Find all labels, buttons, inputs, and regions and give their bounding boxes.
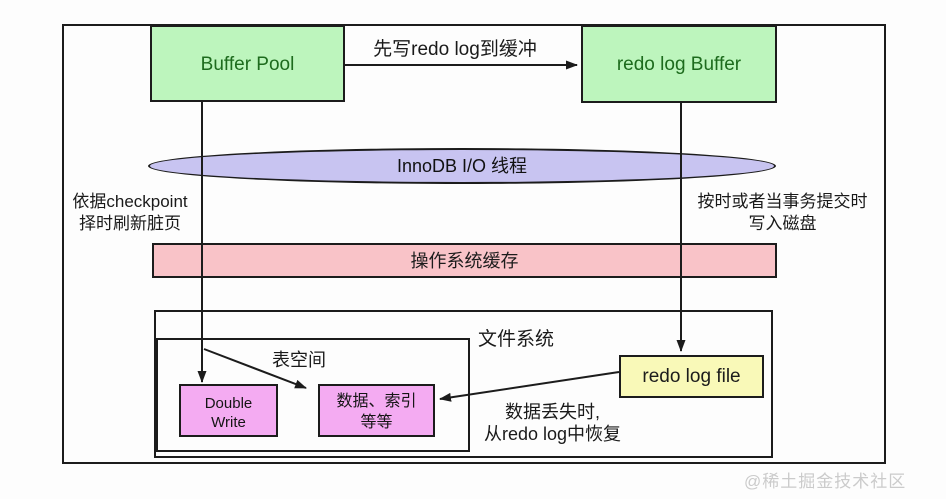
write-to-buffer-label: 先写redo log到缓冲	[373, 39, 537, 60]
recovery-label: 数据丢失时, 从redo log中恢复	[455, 401, 650, 445]
innodb-io-thread-ellipse: InnoDB I/O 线程	[148, 148, 776, 184]
commit-label-line2: 写入磁盘	[748, 214, 817, 233]
double-write-label-line1: Double	[204, 395, 253, 412]
recovery-label-line1: 数据丢失时,	[504, 402, 600, 422]
file-system-box	[154, 310, 773, 458]
double-write-box: Double Write	[179, 384, 278, 437]
checkpoint-label: 依据checkpoint 择时刷新脏页	[55, 191, 205, 235]
redo-log-file-label: redo log file	[642, 366, 741, 387]
buffer-pool-label: Buffer Pool	[200, 54, 295, 75]
commit-label-line1: 按时或者当事务提交时	[697, 192, 868, 211]
double-write-label-line2: Write	[211, 414, 246, 431]
data-index-label-line1: 数据、索引	[336, 393, 417, 410]
data-index-box: 数据、索引 等等	[318, 384, 435, 437]
data-index-label-line2: 等等	[360, 414, 393, 431]
watermark: @稀土掘金技术社区	[744, 472, 907, 491]
file-system-label: 文件系统	[478, 329, 555, 350]
os-cache-bar: 操作系统缓存	[152, 243, 777, 278]
outer-frame	[62, 24, 886, 464]
innodb-io-thread-label: InnoDB I/O 线程	[396, 156, 528, 176]
buffer-pool-box: Buffer Pool	[150, 25, 345, 102]
os-cache-label: 操作系统缓存	[410, 251, 519, 271]
redo-log-buffer-label: redo log Buffer	[616, 54, 742, 75]
recovery-label-line2: 从redo log中恢复	[483, 424, 622, 444]
redo-log-buffer-box: redo log Buffer	[581, 25, 777, 103]
commit-label: 按时或者当事务提交时 写入磁盘	[685, 191, 880, 235]
checkpoint-label-line1: 依据checkpoint	[72, 192, 188, 211]
checkpoint-label-line2: 择时刷新脏页	[79, 214, 181, 233]
redo-log-file-box: redo log file	[619, 355, 764, 398]
tablespace-label: 表空间	[272, 350, 326, 370]
